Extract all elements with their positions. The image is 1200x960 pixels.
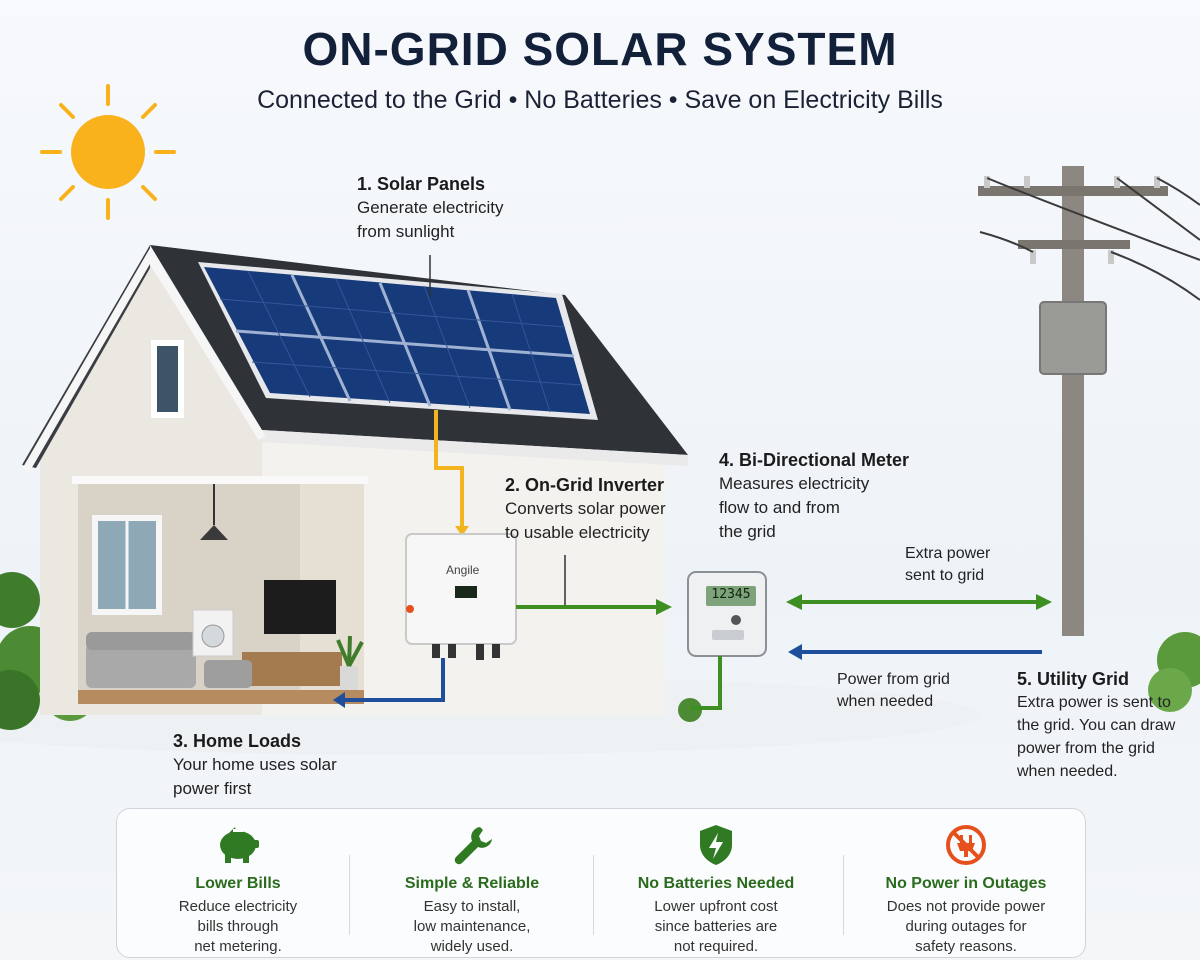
meter-display: 12345 <box>711 587 751 602</box>
inverter-title: 2. On-Grid Inverter <box>505 475 665 495</box>
import-flow-line-2: when needed <box>837 693 934 710</box>
page-title: ON-GRID SOLAR SYSTEM <box>302 23 898 75</box>
utility-pole <box>978 166 1200 636</box>
import-flow-note: Power from grid when needed <box>837 669 950 713</box>
meter-title: 4. Bi-Directional Meter <box>719 450 910 470</box>
inverter-desc-2: to usable electricity <box>505 523 650 542</box>
benefit-desc-3: not required. <box>673 938 759 955</box>
benefits-panel: Lower Bills Reduce electricity bills thr… <box>116 808 1086 958</box>
sun-icon <box>40 84 176 220</box>
benefit-title: Lower Bills <box>195 875 281 892</box>
inverter-desc-1: Converts solar power <box>505 499 666 518</box>
benefit-desc-2: since batteries are <box>654 918 778 935</box>
export-flow-line-2: sent to grid <box>905 567 985 584</box>
benefit-desc-1: Reduce electricity <box>178 898 298 915</box>
utility-grid-desc-4: when needed. <box>1017 763 1118 780</box>
meter-desc-2: flow to and from <box>719 498 840 517</box>
utility-grid-title: 5. Utility Grid <box>1017 669 1130 689</box>
benefit-desc-2: low maintenance, <box>413 918 531 935</box>
divider <box>349 855 350 935</box>
benefit-lower-bills: Lower Bills Reduce electricity bills thr… <box>117 819 359 955</box>
benefit-title: No Power in Outages <box>885 875 1047 892</box>
benefit-desc-1: Lower upfront cost <box>654 898 778 915</box>
solar-panel-array <box>198 262 598 420</box>
utility-grid-desc-3: power from the grid <box>1017 740 1155 757</box>
wrench-icon <box>454 827 492 865</box>
import-flow-line-1: Power from grid <box>837 671 950 688</box>
solar-panels-desc-2: from sunlight <box>357 222 455 241</box>
meter-label: 4. Bi-Directional Meter Measures electri… <box>719 448 909 544</box>
benefit-no-batteries: No Batteries Needed Lower upfront cost s… <box>595 819 837 955</box>
benefit-desc-1: Easy to install, <box>423 898 521 915</box>
meter-desc-3: the grid <box>719 522 776 541</box>
home-loads-desc-2: power first <box>173 779 252 798</box>
benefit-simple-reliable: Simple & Reliable Easy to install, low m… <box>351 819 593 955</box>
benefit-desc-3: widely used. <box>430 938 514 955</box>
meter-desc-1: Measures electricity <box>719 474 870 493</box>
divider <box>843 855 844 935</box>
benefit-no-power-outages: No Power in Outages Does not provide pow… <box>845 819 1087 955</box>
inverter-unit <box>405 533 517 660</box>
page-subtitle: Connected to the Grid • No Batteries • S… <box>257 86 943 114</box>
home-loads-title: 3. Home Loads <box>173 731 302 751</box>
solar-scene-illustration <box>0 84 1200 755</box>
divider <box>593 855 594 935</box>
solar-panels-label: 1. Solar Panels Generate electricity fro… <box>357 172 503 244</box>
bi-directional-meter <box>687 571 767 657</box>
home-loads-label: 3. Home Loads Your home uses solar power… <box>173 729 337 801</box>
inverter-label: 2. On-Grid Inverter Converts solar power… <box>505 473 666 545</box>
benefit-title: Simple & Reliable <box>404 875 540 892</box>
benefit-desc-3: net metering. <box>194 938 282 955</box>
home-loads-desc-1: Your home uses solar <box>173 755 337 774</box>
inverter-brand: Angile <box>446 563 480 577</box>
shield-icon <box>700 825 732 865</box>
benefit-desc-3: safety reasons. <box>915 938 1017 955</box>
solar-panels-title: 1. Solar Panels <box>357 174 486 194</box>
benefit-desc-2: bills through <box>197 918 279 935</box>
utility-grid-desc-1: Extra power is sent to <box>1017 694 1171 711</box>
benefit-desc-1: Does not provide power <box>886 898 1046 915</box>
solar-panels-desc-1: Generate electricity <box>357 198 504 217</box>
export-flow-note: Extra power sent to grid <box>905 543 990 587</box>
utility-grid-label: 5. Utility Grid Extra power is sent to t… <box>1017 668 1175 783</box>
piggy-bank-icon <box>220 827 259 863</box>
benefit-desc-2: during outages for <box>905 918 1027 935</box>
utility-grid-desc-2: the grid. You can draw <box>1017 717 1176 734</box>
export-flow-line-1: Extra power <box>905 545 991 562</box>
no-power-icon <box>946 825 986 865</box>
benefit-title: No Batteries Needed <box>637 875 795 892</box>
